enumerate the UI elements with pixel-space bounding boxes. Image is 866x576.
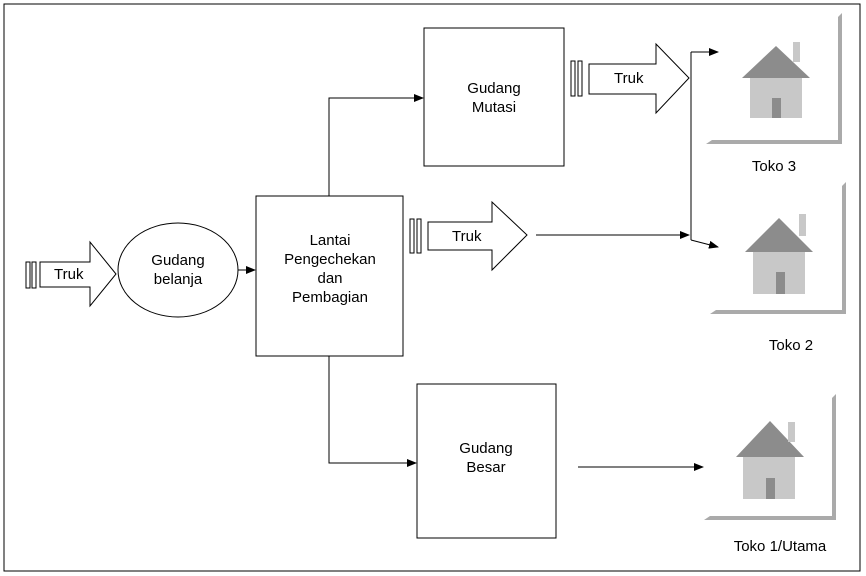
truck-direct: Truk [409, 200, 528, 272]
truck-stripes-icon [409, 218, 422, 254]
house-icon [742, 42, 810, 118]
house-icon [736, 421, 804, 499]
node-label-line: dan [317, 270, 342, 287]
gudang-besar-node: Gudang Besar [416, 383, 557, 539]
truck-label: Truk [614, 70, 644, 87]
truck-mutasi: Truk [570, 42, 690, 115]
node-label-line: Gudang [459, 440, 512, 457]
node-label-line: belanja [154, 271, 203, 288]
node-label-line: Gudang [467, 80, 520, 97]
node-label-line: Pengechekan [284, 251, 376, 268]
lantai-pengechekan-node: Lantai Pengechekan dan Pembagian [255, 195, 404, 357]
block-arrow-icon [39, 240, 117, 308]
node-label-line: Gudang [151, 252, 204, 269]
store-toko-1-utama: Toko 1/Utama [704, 394, 836, 555]
truck-stripes-icon [570, 60, 583, 97]
flow-arrow [328, 356, 417, 467]
block-arrow-icon [427, 200, 528, 272]
store-label: Toko 2 [769, 337, 813, 354]
store-label: Toko 1/Utama [734, 538, 827, 555]
truck-label: Truk [452, 228, 482, 245]
node-label-line: Lantai [310, 232, 351, 249]
gudang-belanja-node: Gudang belanja [117, 222, 239, 318]
house-icon [745, 214, 813, 294]
block-arrow-icon [588, 42, 690, 115]
node-label-line: Besar [466, 459, 505, 476]
flow-arrow [328, 94, 424, 196]
node-label-line: Mutasi [472, 99, 516, 116]
truck-stripes-icon [25, 261, 37, 289]
truck-label: Truk [54, 266, 84, 283]
truck-inbound: Truk [25, 240, 117, 308]
node-label-line: Pembagian [292, 289, 368, 306]
store-toko-3: Toko 3 [706, 13, 842, 175]
store-label: Toko 3 [752, 158, 796, 175]
flow-arrow [690, 239, 719, 249]
store-toko-2: Toko 2 [710, 182, 846, 354]
gudang-mutasi-node: Gudang Mutasi [423, 27, 565, 167]
